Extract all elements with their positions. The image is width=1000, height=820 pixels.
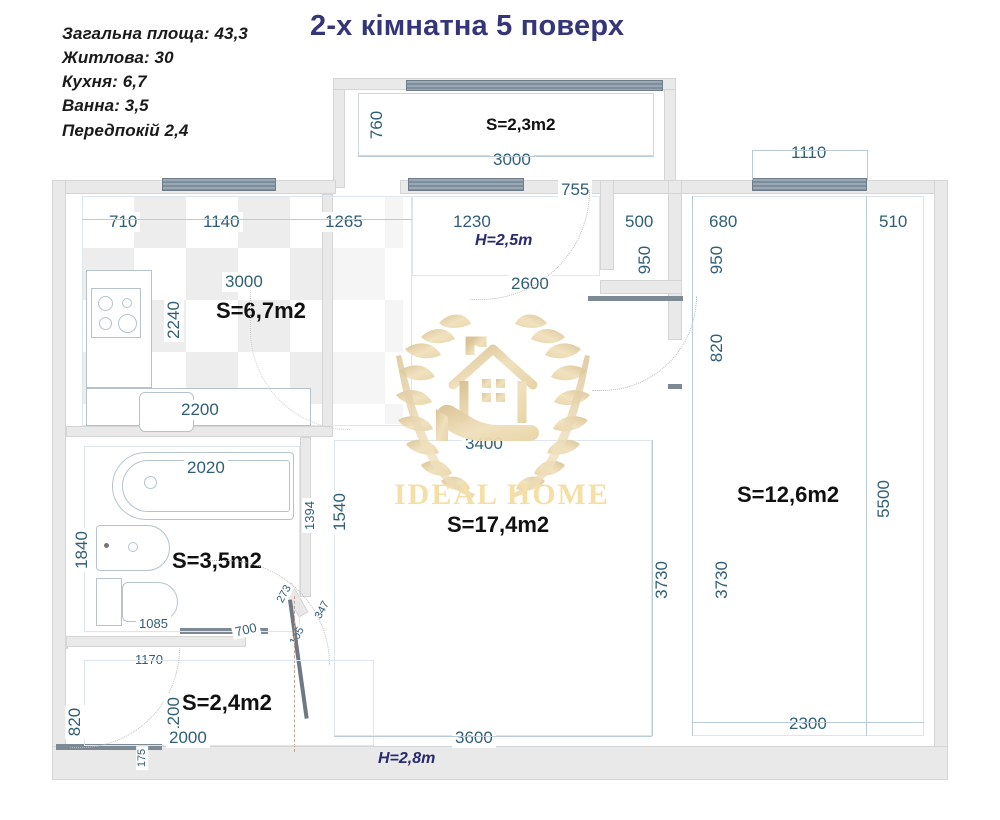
stove-burner-2 [122, 298, 132, 308]
balcony-wall-right [664, 78, 676, 188]
balcony-area-label: S=2,3m2 [486, 115, 556, 134]
partition-hall-right [66, 647, 68, 649]
doorbar-entrance [56, 744, 162, 750]
guide-line-bedroom-window-left [752, 150, 753, 180]
balcony-wall-left [333, 78, 345, 188]
dim-corridor-500: 500 [622, 212, 657, 232]
dim-bedroom-950b: 950 [707, 242, 728, 278]
watermark-brand: IDEAL HOME [394, 478, 610, 511]
exterior-wall-left [52, 180, 66, 780]
dim-bath-1540: 1540 [329, 490, 350, 534]
exterior-wall-right [934, 180, 948, 780]
dim-living-3400: 3400 [462, 434, 506, 454]
house-icon [448, 336, 538, 423]
stove-burner-1 [98, 296, 113, 311]
hall-area-label: S=2,4m2 [182, 690, 272, 715]
area-legend: Загальна площа: 43,3 Житлова: 30 Кухня: … [62, 22, 248, 143]
main-height-note: H=2,8m [378, 750, 436, 767]
living-window [408, 178, 524, 191]
bathtub-drain [144, 476, 157, 489]
dim-kitchen-b: 1140 [200, 212, 243, 232]
page-title: 2-х кімнатна 5 поверх [310, 10, 625, 42]
legend-total: Загальна площа: 43,3 [62, 24, 248, 43]
doorbar-bedroom-entry [668, 384, 682, 389]
legend-bath: Ванна: 3,5 [62, 96, 149, 116]
guide-line-kitchen-top [82, 219, 412, 220]
bedroom-window [752, 178, 867, 191]
legend-hall: Передпокій 2,4 [62, 120, 189, 140]
partition-bedroom-left-lower [668, 180, 682, 194]
door-arc-bath [210, 560, 330, 665]
dim-bedroom-window: 1110 [788, 143, 830, 163]
living-area-label: S=17,4m2 [447, 512, 550, 537]
dim-kitchen-counter: 2200 [178, 400, 222, 420]
bath-sink-drain [128, 542, 138, 552]
dim-bath-1840: 1840 [71, 528, 92, 572]
dim-kitchen-c: 1265 [322, 212, 366, 232]
dim-bedroom-2300: 2300 [786, 714, 830, 734]
dim-kitchen-depth: 2240 [163, 298, 184, 342]
dim-bedroom-5500: 5500 [873, 477, 894, 521]
legend-living: Житлова: 30 [62, 48, 174, 68]
toilet-tank [96, 578, 122, 626]
dim-bedroom-510: 510 [876, 212, 911, 232]
guide-line-bedroom-bottom [692, 722, 924, 723]
guide-line-living-bottom [334, 736, 652, 737]
dim-living-3730: 3730 [651, 558, 672, 602]
bath-sink-tap [104, 543, 109, 548]
bedroom-area-label: S=12,6m2 [737, 482, 840, 507]
stove-burner-4 [118, 314, 137, 333]
dim-hall-820: 820 [65, 704, 86, 740]
dim-balcony-width: 3000 [490, 150, 534, 170]
dim-corridor-950a: 950 [635, 242, 656, 278]
legend-kitchen: Кухня: 6,7 [62, 72, 147, 92]
exterior-wall-bottom [52, 746, 948, 780]
dim-bath-1394: 1394 [301, 498, 317, 533]
partition-corridor-cross [600, 280, 682, 294]
door-arc-bedroom [592, 296, 697, 391]
dim-hall-2000: 2000 [166, 728, 210, 748]
dim-balcony-depth: 760 [367, 107, 388, 143]
dim-bedroom-3730: 3730 [711, 558, 732, 602]
dim-living-3600: 3600 [452, 728, 496, 748]
bath-sink [96, 525, 170, 571]
bath-door-reference-line [294, 596, 295, 752]
guide-line-bedroom-right [866, 196, 867, 736]
partition-kitchen-bottom [66, 426, 333, 437]
dim-kitchen-a: 710 [106, 212, 141, 232]
dim-kitchen-width: 3000 [222, 272, 266, 292]
partition-corridor-top [600, 180, 614, 270]
dim-bedroom-820: 820 [707, 330, 728, 366]
guide-line-bedroom-window-right [867, 150, 868, 180]
dim-bath-1085: 1085 [136, 616, 171, 631]
dim-bedroom-680: 680 [706, 212, 741, 232]
stove-burner-3 [99, 317, 112, 330]
guide-line-bedroom-window [752, 150, 868, 151]
door-arc-balcony [470, 190, 590, 300]
dim-bath-tub: 2020 [184, 458, 228, 478]
dim-hall-175: 175 [136, 745, 149, 771]
guide-line-bedroom-left [692, 196, 693, 736]
balcony-window-top [406, 80, 663, 91]
kitchen-window [162, 178, 276, 191]
guide-line-balcony-bottom [358, 156, 654, 157]
guide-line-living-right [652, 440, 653, 736]
